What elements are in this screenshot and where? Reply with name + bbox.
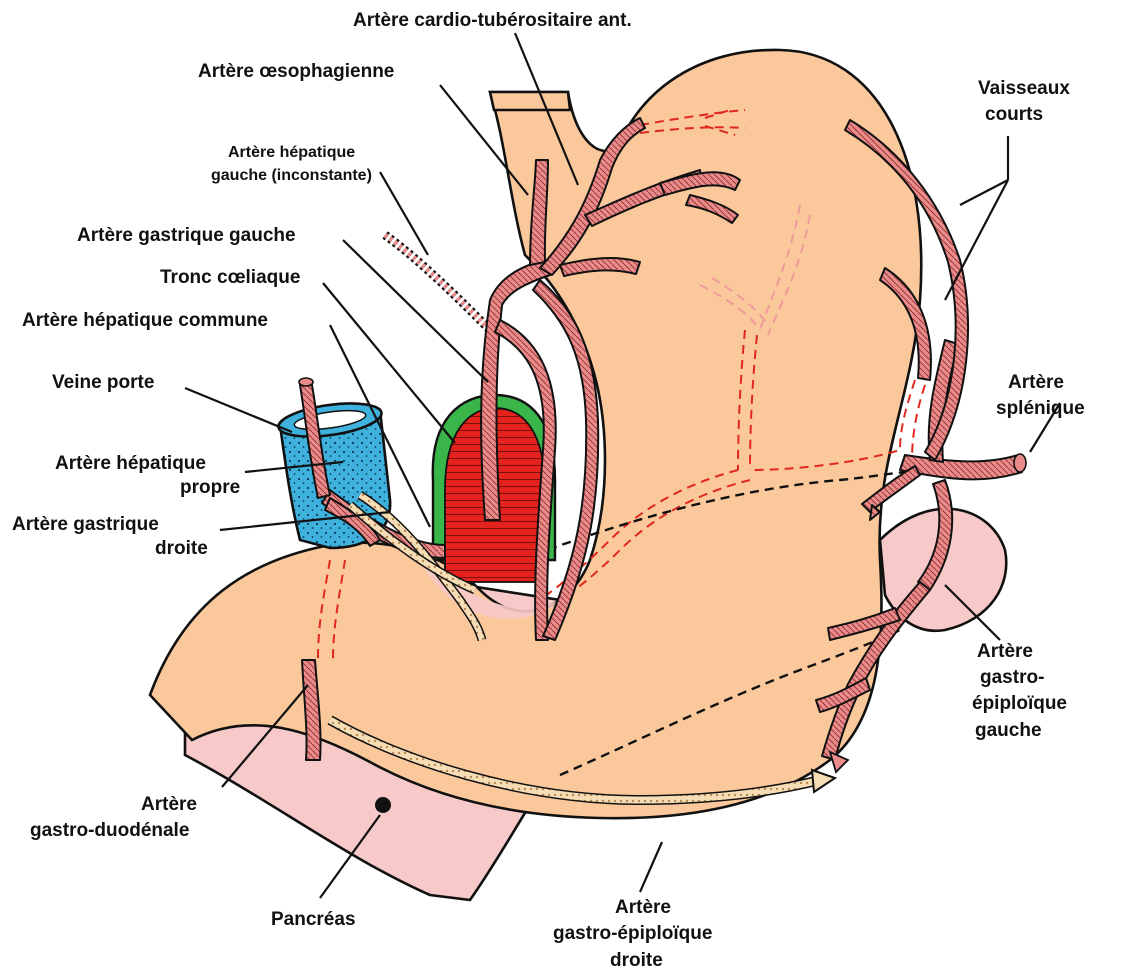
label-short-gastric-vessels-line-2: courts [985,104,1043,125]
label-portal-vein: Veine porte [52,372,154,393]
label-common-hepatic-artery: Artère hépatique commune [22,310,268,331]
label-proper-hepatic-artery-line-1: Artère hépatique [55,453,206,474]
label-esophageal-artery: Artère œsophagienne [198,61,394,82]
label-gastroduodenal-artery-line-1: Artère [141,794,197,815]
label-right-gastroepiploic-artery-line-2: gastro-épiploïque [553,923,712,944]
label-right-gastroepiploic-artery-line-1: Artère [615,897,671,918]
label-left-gastroepiploic-artery-line-2: gastro- [980,667,1044,688]
label-splenic-artery-line-1: Artère [1008,372,1064,393]
label-proper-hepatic-artery-line-2: propre [180,477,240,498]
label-pancreas: Pancréas [271,909,356,930]
label-left-hepatic-artery-line-2: gauche (inconstante) [211,167,372,184]
label-left-gastroepiploic-artery-line-3: épiploïque [972,693,1067,714]
label-right-gastric-artery-line-2: droite [155,538,208,559]
label-right-gastric-artery-line-1: Artère gastrique [12,514,159,535]
pancreas-marker-dot [375,797,391,813]
label-cardio-tuberositary-artery: Artère cardio-tubérositaire ant. [353,10,632,31]
label-left-gastric-artery: Artère gastrique gauche [77,225,296,246]
label-celiac-trunk: Tronc cœliaque [160,267,300,288]
label-right-gastroepiploic-artery-line-3: droite [610,950,663,971]
label-left-hepatic-artery-line-1: Artère hépatique [228,144,355,161]
label-left-gastroepiploic-artery-line-1: Artère [977,641,1033,662]
label-short-gastric-vessels-line-1: Vaisseaux [978,78,1070,99]
label-left-gastroepiploic-artery-line-4: gauche [975,720,1042,741]
label-gastroduodenal-artery-line-2: gastro-duodénale [30,820,189,841]
label-splenic-artery-line-2: splénique [996,398,1085,419]
